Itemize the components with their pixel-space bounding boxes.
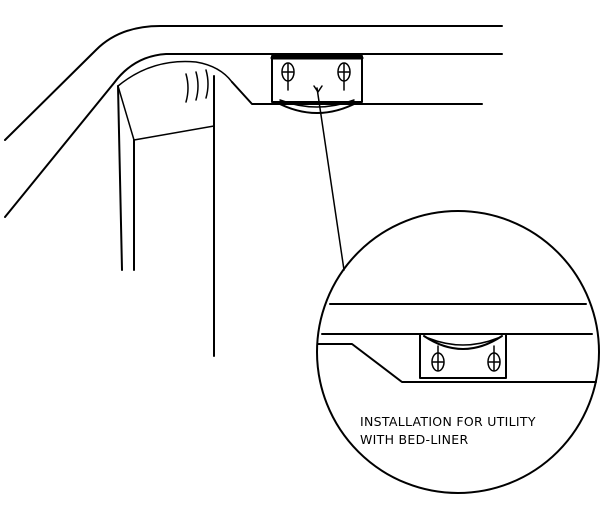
detail-bracket-top-inner bbox=[427, 337, 499, 346]
bed-liner-crease bbox=[133, 125, 215, 141]
utility-bracket bbox=[270, 55, 364, 114]
bracket-rounded-base bbox=[275, 101, 359, 114]
bracket-base-inner bbox=[279, 99, 355, 108]
detail-magnifier: INSTALLATION FOR UTILITY WITH BED-LINER bbox=[316, 210, 600, 494]
bed-rail-outer bbox=[4, 25, 503, 141]
liner-rib-2 bbox=[195, 71, 199, 101]
detail-caption-line-2: WITH BED-LINER bbox=[360, 432, 468, 447]
detail-bracket-rounded-top bbox=[423, 335, 503, 350]
bed-liner-back-edge bbox=[117, 85, 135, 141]
bed-liner-fold bbox=[117, 60, 233, 87]
detail-leader-line bbox=[316, 87, 345, 271]
detail-bracket bbox=[419, 333, 507, 379]
bed-rail-inner bbox=[4, 53, 503, 218]
bracket-plate bbox=[271, 55, 363, 103]
screw-icon bbox=[337, 62, 351, 91]
liner-rib-3 bbox=[205, 69, 209, 99]
bed-rail-lower-ledge bbox=[231, 81, 483, 105]
bed-front-wall-left bbox=[117, 85, 123, 271]
screw-icon bbox=[281, 62, 295, 91]
detail-rail-ledge bbox=[317, 343, 597, 383]
liner-rib-1 bbox=[185, 73, 189, 103]
detail-caption-line-1: INSTALLATION FOR UTILITY bbox=[360, 414, 536, 429]
truck-bed-corner bbox=[4, 25, 503, 357]
detail-circle bbox=[316, 210, 600, 494]
screw-icon bbox=[487, 345, 501, 372]
screw-icon bbox=[431, 345, 445, 372]
detail-bracket-plate bbox=[419, 333, 507, 379]
